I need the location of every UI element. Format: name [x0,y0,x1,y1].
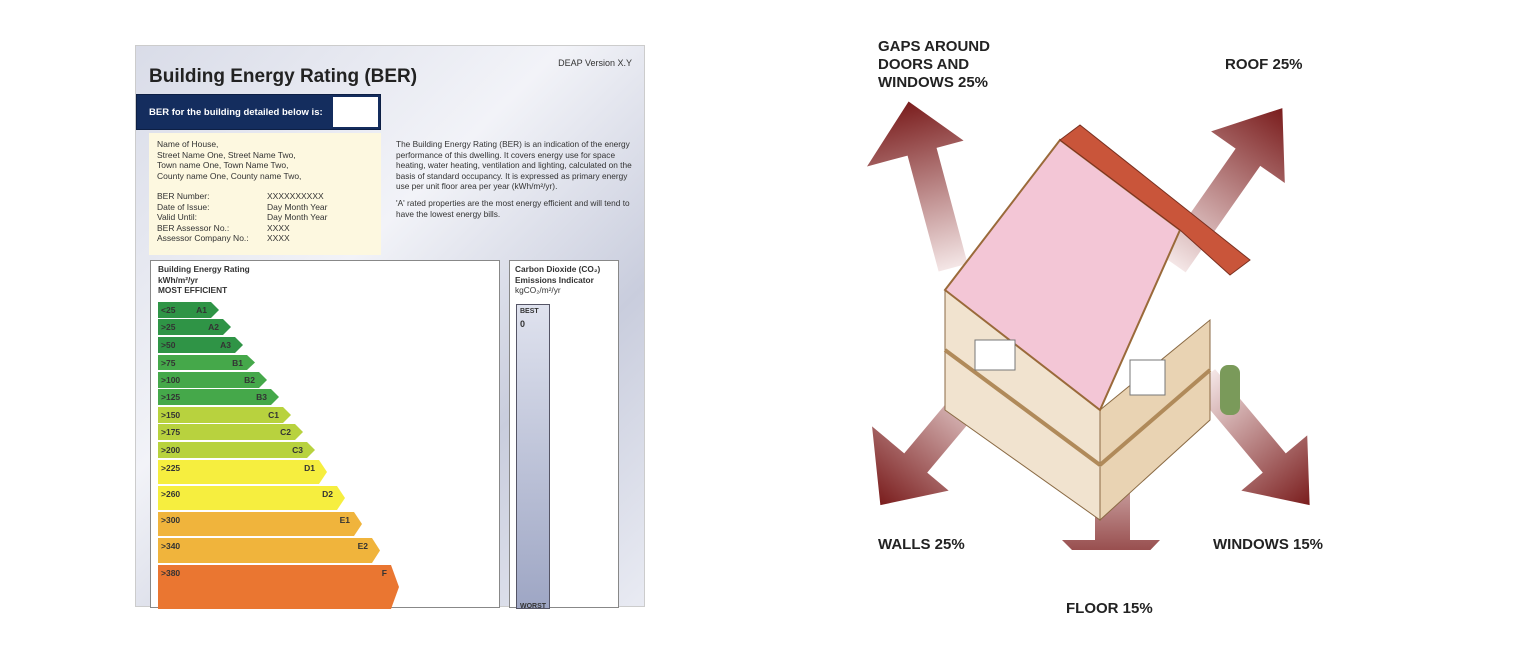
address-line: County name One, County name Two, [157,170,302,181]
rating-band-a1: <25 A1 [158,302,219,318]
detail-value: Day Month Year [267,212,328,222]
rating-band-f: >380 F [158,565,399,609]
band-range: >340 [161,541,181,551]
co2-scale-bar: BEST 0 WORST [516,304,550,610]
walls-label: WALLS 25% [878,536,965,553]
co2-worst-label: WORST [520,603,547,610]
rating-band-e1: >300 E1 [158,512,362,536]
co2-zero-label: 0 [520,319,526,329]
detail-row: BER Number: XXXXXXXXXX [157,191,373,202]
band-range: <25 [161,305,176,315]
co2-heading: Carbon Dioxide (CO₂) [515,264,601,274]
address-line: Street Name One, Street Name Two, [157,149,296,160]
band-range: >125 [161,392,181,402]
windows-label: WINDOWS 15% [1213,536,1324,553]
band-label: D1 [304,463,315,473]
ber-certificate: Building Energy Rating (BER) DEAP Versio… [135,45,645,610]
rating-band-c3: >200 C3 [158,442,315,458]
rating-band-a3: >50 A3 [158,337,243,353]
band-range: >150 [161,410,181,420]
certificate-title: Building Energy Rating (BER) [149,66,418,87]
band-label: A3 [220,340,231,350]
scale-heading: Building Energy Rating [158,264,250,274]
band-label: B3 [256,392,267,402]
band-range: >225 [161,463,181,473]
house-icon [943,124,1251,522]
description-paragraph: The Building Energy Rating (BER) is an i… [396,139,632,192]
detail-value: Day Month Year [267,201,328,212]
floor-label: FLOOR 15% [1066,600,1153,617]
band-label: B1 [232,358,243,368]
scale-unit: kWh/m²/yr [158,274,199,285]
band-label: A1 [196,305,207,315]
address-line: Town name One, Town Name Two, [157,160,289,170]
band-range: >380 [161,568,181,578]
ber-result-bar: BER for the building detailed below is: [136,94,381,130]
detail-label: BER Number: [157,191,210,201]
description: The Building Energy Rating (BER) is an i… [396,139,636,225]
band-label: E2 [357,541,368,551]
band-range: >175 [161,427,181,437]
co2-unit: kgCO₂/m²/yr [515,285,561,295]
band-label: D2 [322,489,333,499]
band-range: >260 [161,489,181,499]
rating-band-c1: >150 C1 [158,407,291,423]
band-label: C2 [280,427,291,437]
rating-band-d1: >225 D1 [158,460,327,484]
band-range: >75 [161,358,176,368]
co2-heading: Emissions Indicator [515,274,594,285]
detail-row: BER Assessor No.: XXXX [157,223,373,234]
rating-band-d2: >260 D2 [158,486,345,510]
roof-label: ROOF 25% [1225,56,1303,73]
rating-band-b1: >75 B1 [158,355,255,370]
rating-band-b2: >100 B2 [158,372,267,388]
detail-label: BER Assessor No.: [157,222,230,233]
band-label: C1 [268,410,279,420]
detail-value: XXXXXXXXXX [267,191,324,201]
band-range: >50 [161,340,176,350]
band-label: E1 [339,515,350,525]
description-paragraph: 'A' rated properties are the most energy… [396,197,630,219]
ber-result-box [333,97,378,127]
band-range: >300 [161,515,181,525]
band-label: B2 [244,375,255,385]
scale-top-label: MOST EFFICIENT [158,285,228,295]
band-label: A2 [208,322,219,332]
deap-version: DEAP Version X.Y [558,58,632,68]
detail-value: XXXX [267,233,290,243]
detail-label: Assessor Company No.: [157,233,249,243]
detail-row: Assessor Company No.: XXXX [157,233,373,244]
band-label: C3 [292,445,303,455]
address-panel: Name of House, Street Name One, Street N… [149,133,381,255]
house-illustration [867,101,1310,550]
detail-value: XXXX [267,222,290,233]
ber-result-label: BER for the building detailed below is: [149,107,323,118]
detail-row: Date of Issue: Day Month Year [157,202,373,213]
band-range: >200 [161,445,181,455]
co2-best-label: BEST [520,308,539,315]
band-range: >100 [161,375,181,385]
band-label: F [381,568,387,578]
rating-band-a2: >25 A2 [158,319,231,335]
rating-band-b3: >125 B3 [158,389,279,405]
detail-label: Valid Until: [157,212,197,222]
rating-band-c2: >175 C2 [158,424,303,440]
rating-band-e2: >340 E2 [158,538,380,563]
band-range: >25 [161,322,176,332]
arrow-gaps-icon [867,101,968,272]
detail-row: Valid Until: Day Month Year [157,212,373,223]
detail-label: Date of Issue: [157,201,210,212]
address-line: Name of House, [157,139,219,149]
